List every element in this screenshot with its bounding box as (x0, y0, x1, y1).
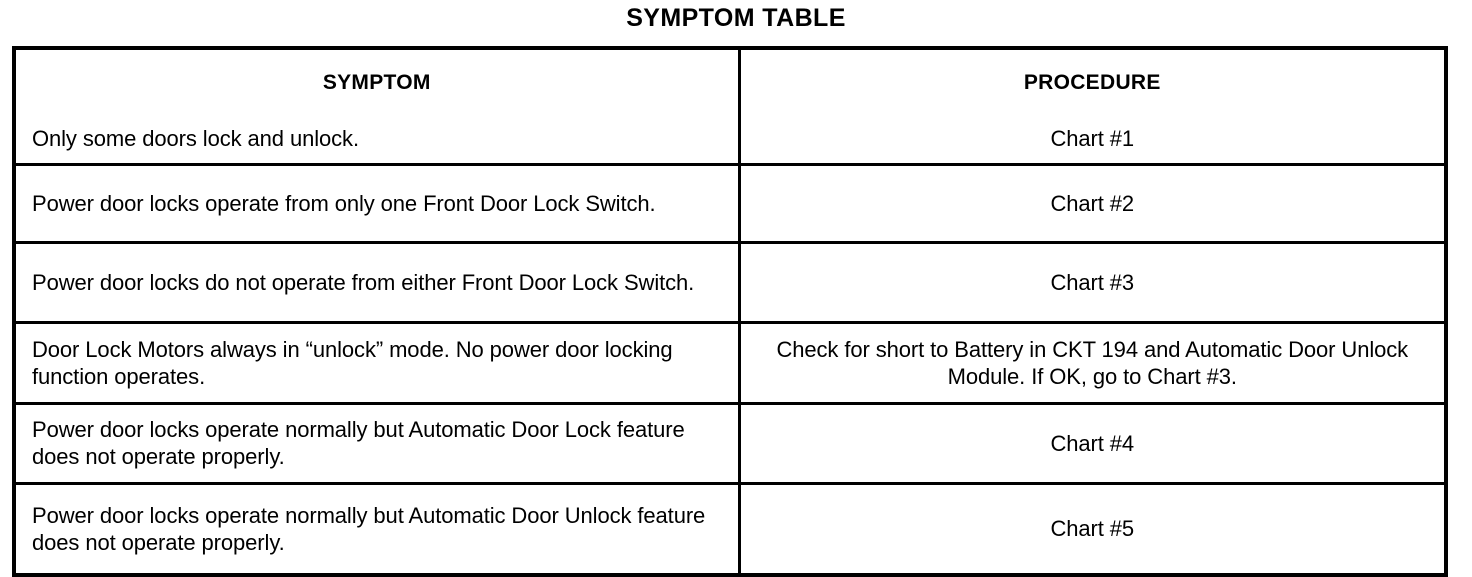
symptom-text: Door Lock Motors always in “unlock” mode… (32, 336, 673, 389)
cell-procedure: Chart #3 (739, 242, 1446, 324)
cell-symptom: Door Lock Motors always in “unlock” mode… (14, 322, 741, 405)
symptom-table: SYMPTOM PROCEDURE Only some doors lock a… (12, 46, 1448, 577)
symptom-text: Only some doors lock and unlock. (32, 126, 359, 151)
procedure-text: Chart #3 (1050, 269, 1135, 295)
table-row: Door Lock Motors always in “unlock” mode… (14, 322, 1446, 405)
symptom-text: Power door locks operate normally but Au… (32, 502, 706, 555)
column-header-procedure-label: PROCEDURE (1023, 70, 1161, 94)
cell-symptom: Power door locks operate from only one F… (14, 164, 741, 244)
table-row: Power door locks operate normally but Au… (14, 403, 1446, 485)
table-row: Only some doors lock and unlock. Chart #… (14, 115, 1446, 166)
table-row: Power door locks operate from only one F… (14, 164, 1446, 244)
procedure-text: Chart #2 (1050, 190, 1135, 216)
procedure-text: Chart #5 (1050, 516, 1135, 541)
cell-procedure: Chart #2 (739, 164, 1446, 244)
column-header-symptom: SYMPTOM (14, 48, 741, 115)
column-header-procedure: PROCEDURE (739, 48, 1446, 115)
symptom-text: Power door locks do not operate from eit… (32, 269, 695, 295)
procedure-text: Chart #4 (1050, 430, 1135, 456)
procedure-text: Check for short to Battery in CKT 194 an… (776, 336, 1409, 389)
symptom-text: Power door locks operate normally but Au… (32, 417, 685, 469)
symptom-text: Power door locks operate from only one F… (32, 190, 656, 216)
cell-procedure: Chart #5 (739, 483, 1446, 575)
cell-symptom: Power door locks do not operate from eit… (14, 242, 741, 324)
cell-symptom: Only some doors lock and unlock. (14, 115, 741, 166)
cell-symptom: Power door locks operate normally but Au… (14, 403, 741, 485)
page-title: SYMPTOM TABLE (626, 4, 846, 32)
cell-symptom: Power door locks operate normally but Au… (14, 483, 741, 575)
cell-procedure: Chart #1 (739, 115, 1446, 166)
cell-procedure: Chart #4 (739, 403, 1446, 485)
procedure-text: Chart #1 (1050, 126, 1135, 151)
column-header-symptom-label: SYMPTOM (322, 70, 431, 94)
table-row: Power door locks do not operate from eit… (14, 242, 1446, 324)
table-header-row: SYMPTOM PROCEDURE (14, 48, 1446, 115)
cell-procedure: Check for short to Battery in CKT 194 an… (739, 322, 1446, 405)
table-row: Power door locks operate normally but Au… (14, 483, 1446, 575)
